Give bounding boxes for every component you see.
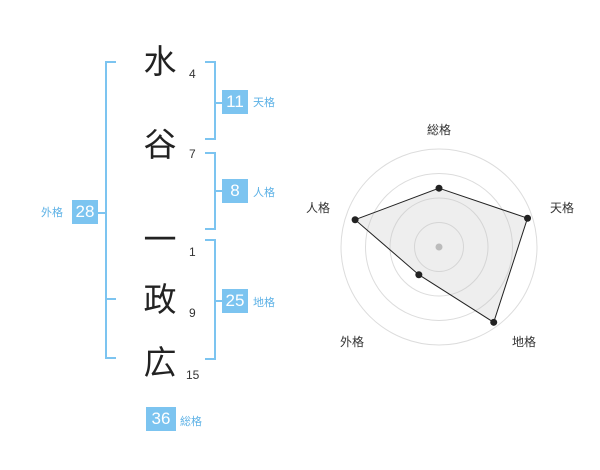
radar-point-3 <box>490 318 498 326</box>
radar-rings <box>340 148 538 346</box>
radar-polygon <box>354 187 529 324</box>
tenkaku-bracket-stem <box>216 102 222 104</box>
radar-ring <box>365 173 513 321</box>
jinkaku-value-badge: 8 <box>222 179 248 203</box>
gaikaku-label: 外格 <box>41 206 63 219</box>
name-char-1: 水 <box>143 42 177 81</box>
stroke-count-1: 4 <box>189 67 196 81</box>
soukaku-label: 総格 <box>180 415 202 428</box>
radar-ring <box>414 222 464 272</box>
radar-axis-label-2: 天格 <box>550 200 574 215</box>
radar-point-1 <box>435 184 443 192</box>
radar-ring <box>340 148 538 346</box>
stroke-count-5: 15 <box>186 368 200 382</box>
radar-points <box>351 184 532 326</box>
stroke-count-3: 1 <box>189 245 196 259</box>
tenkaku-value-badge: 11 <box>222 90 248 114</box>
gaikaku-bracket-tick <box>105 298 116 300</box>
radar-ring <box>389 197 489 297</box>
name-char-3: 一 <box>143 220 177 259</box>
gaikaku-value-badge: 28 <box>72 200 98 224</box>
tenkaku-bracket <box>205 61 216 140</box>
gaikaku-bracket <box>105 61 116 359</box>
radar-axis-label-4: 外格 <box>340 334 364 349</box>
jinkaku-bracket-stem <box>216 190 222 192</box>
stroke-count-4: 9 <box>189 306 196 320</box>
gaikaku-bracket-stem <box>97 212 105 214</box>
soukaku-value-badge: 36 <box>146 407 176 431</box>
radar-point-2 <box>524 214 532 222</box>
name-char-4: 政 <box>143 280 177 319</box>
radar-axis-label-5: 人格 <box>306 200 330 215</box>
tenkaku-label: 天格 <box>253 96 275 109</box>
fortune-radar-chart: 総格 天格 地格 外格 人格 <box>306 122 574 349</box>
name-char-5: 広 <box>143 343 177 382</box>
radar-center-dot <box>435 243 443 251</box>
jinkaku-bracket <box>205 152 216 230</box>
chikaku-bracket-stem <box>216 300 222 302</box>
radar-axis-label-3: 地格 <box>512 334 536 349</box>
radar-axis-label-1: 総格 <box>427 122 451 137</box>
chikaku-label: 地格 <box>253 296 275 309</box>
radar-point-5 <box>351 216 359 224</box>
stroke-count-2: 7 <box>189 147 196 161</box>
chikaku-bracket <box>205 239 216 360</box>
radar-point-4 <box>415 271 423 279</box>
chikaku-value-badge: 25 <box>222 289 248 313</box>
name-char-2: 谷 <box>143 125 177 164</box>
jinkaku-label: 人格 <box>253 186 275 199</box>
